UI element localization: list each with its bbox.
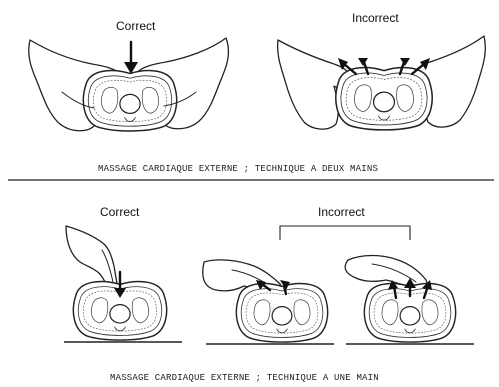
top-panel: Correct Incorrect MASSAGE CARDIAQUE EXTE… (29, 11, 486, 174)
one-hand-incorrect-illustration-1 (203, 260, 334, 344)
one-hand-correct-illustration: Correct (64, 205, 182, 342)
bottom-incorrect-label: Incorrect (318, 205, 365, 219)
top-caption: MASSAGE CARDIAQUE EXTERNE ; TECHNIQUE A … (98, 164, 378, 174)
top-correct-label: Correct (116, 19, 156, 33)
bottom-correct-label: Correct (100, 205, 140, 219)
bottom-caption: MASSAGE CARDIAQUE EXTERNE ; TECHNIQUE A … (110, 373, 379, 383)
bottom-panel: Correct Incorrect (64, 205, 474, 383)
two-hand-incorrect-illustration: Incorrect (278, 11, 486, 130)
incorrect-bracket (280, 226, 410, 240)
top-incorrect-label: Incorrect (352, 11, 399, 25)
one-hand-incorrect-illustration-2 (345, 256, 474, 345)
two-hand-correct-illustration: Correct (29, 19, 229, 131)
